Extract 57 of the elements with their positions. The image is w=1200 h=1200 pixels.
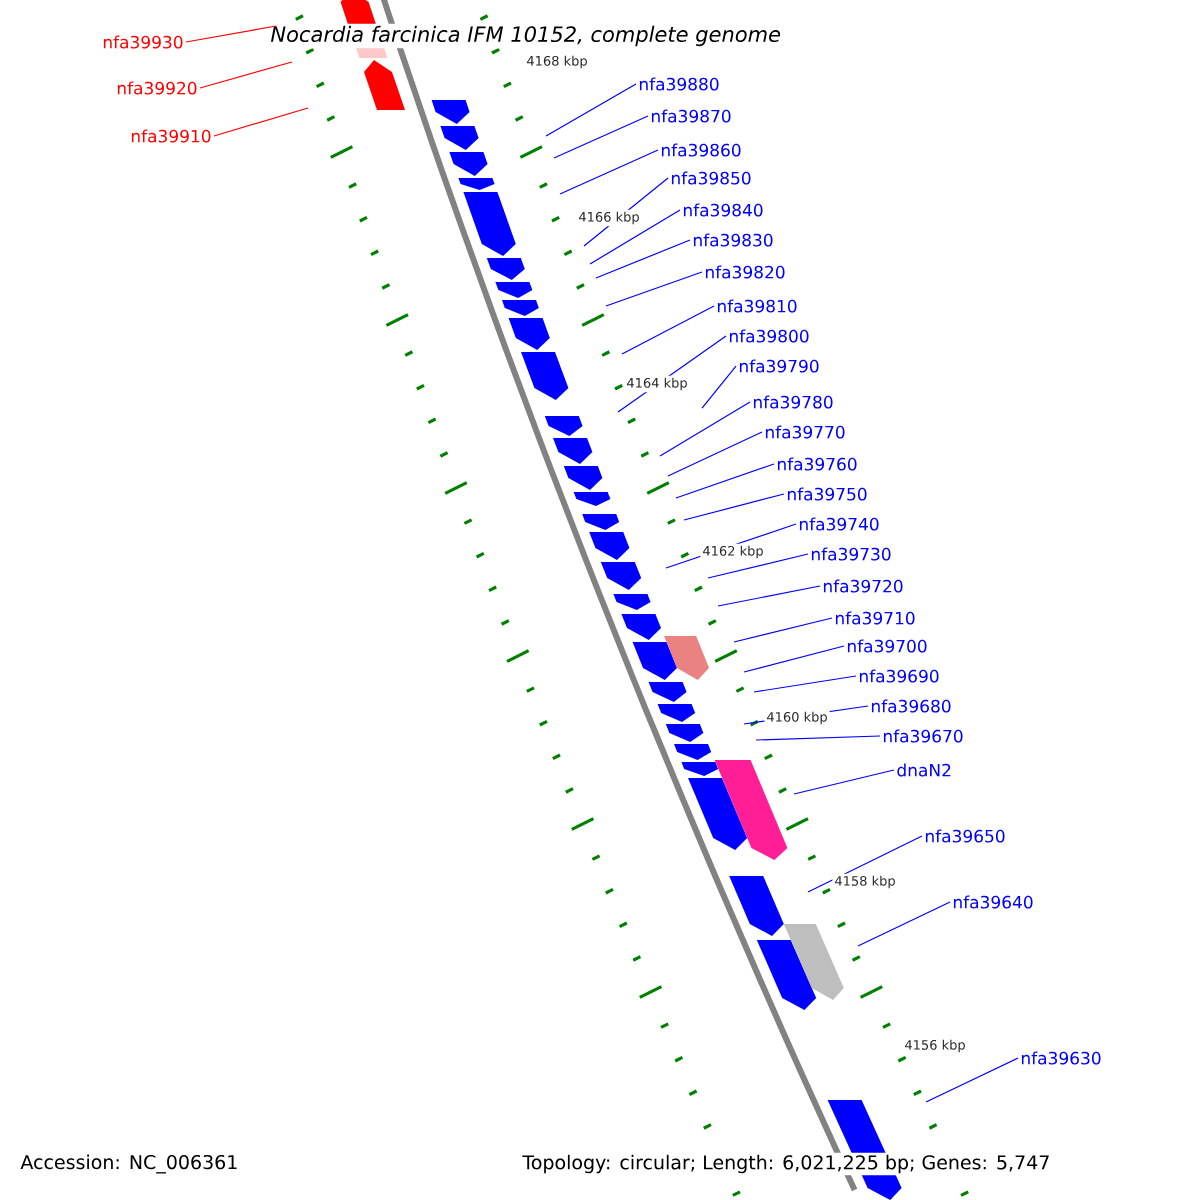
leader-line bbox=[793, 769, 895, 795]
gene-label: nfa39840 bbox=[683, 203, 763, 217]
gene-label: nfa39670 bbox=[883, 729, 963, 743]
gene-label: nfa39740 bbox=[799, 517, 879, 531]
leader-line bbox=[755, 735, 881, 741]
gene-label: nfa39750 bbox=[787, 487, 867, 501]
title: Nocardia farcinica IFM 10152, complete genome bbox=[268, 23, 783, 49]
gene-label: nfa39720 bbox=[823, 579, 903, 593]
gene-label: nfa39680 bbox=[871, 699, 951, 713]
gene-label: nfa39730 bbox=[811, 547, 891, 561]
gene-label: nfa39690 bbox=[859, 669, 939, 683]
leader-line bbox=[213, 107, 309, 137]
leader-line bbox=[559, 149, 659, 195]
gene-label: nfa39780 bbox=[753, 395, 833, 409]
genome-info-label: Topology: circular; Length: 6,021,225 bp; Genes: 5,747 bbox=[520, 1152, 1053, 1176]
leader-line bbox=[733, 617, 833, 643]
leader-line bbox=[857, 901, 951, 947]
gene-label: nfa39880 bbox=[639, 77, 719, 91]
gene-label: nfa39800 bbox=[729, 329, 809, 343]
leader-line bbox=[717, 585, 821, 607]
leader-line bbox=[707, 553, 809, 579]
gene-label: nfa39830 bbox=[693, 233, 773, 247]
leader-line bbox=[545, 83, 637, 137]
gene-label: nfa39710 bbox=[835, 611, 915, 625]
gene-label: nfa39700 bbox=[847, 639, 927, 653]
gene-label: nfa39760 bbox=[777, 457, 857, 471]
gene-label: nfa39920 bbox=[117, 81, 197, 95]
leader-line bbox=[683, 493, 785, 521]
gene-label: nfa39790 bbox=[739, 359, 819, 373]
leader-line bbox=[925, 1057, 1019, 1103]
leader-line bbox=[595, 239, 691, 279]
gene-label: nfa39860 bbox=[661, 143, 741, 157]
gene-label: nfa39910 bbox=[131, 129, 211, 143]
accession-label: Accession: NC_006361 bbox=[18, 1152, 241, 1176]
gene-label: nfa39770 bbox=[765, 425, 845, 439]
gene-label: nfa39820 bbox=[705, 265, 785, 279]
gene-label: nfa39870 bbox=[651, 109, 731, 123]
leader-line bbox=[743, 645, 845, 673]
leader-line bbox=[605, 271, 703, 307]
gene-label: nfa39640 bbox=[953, 895, 1033, 909]
gene-label: nfa39650 bbox=[925, 829, 1005, 843]
leader-line bbox=[701, 365, 737, 409]
leader-line bbox=[659, 401, 751, 457]
leader-line bbox=[807, 835, 923, 893]
leader-line bbox=[667, 431, 763, 477]
gene-label: nfa39850 bbox=[671, 171, 751, 185]
gene-label: dnaN2 bbox=[897, 763, 951, 777]
leader-line bbox=[675, 463, 775, 499]
leader-line bbox=[185, 25, 277, 43]
gene-label: nfa39930 bbox=[103, 35, 183, 49]
leader-line bbox=[199, 61, 293, 89]
leader-line bbox=[621, 305, 715, 355]
gene-label: nfa39630 bbox=[1021, 1051, 1101, 1065]
leader-line bbox=[589, 209, 681, 265]
leader-line bbox=[553, 115, 649, 159]
gene-label: nfa39810 bbox=[717, 299, 797, 313]
leader-line bbox=[753, 675, 857, 693]
